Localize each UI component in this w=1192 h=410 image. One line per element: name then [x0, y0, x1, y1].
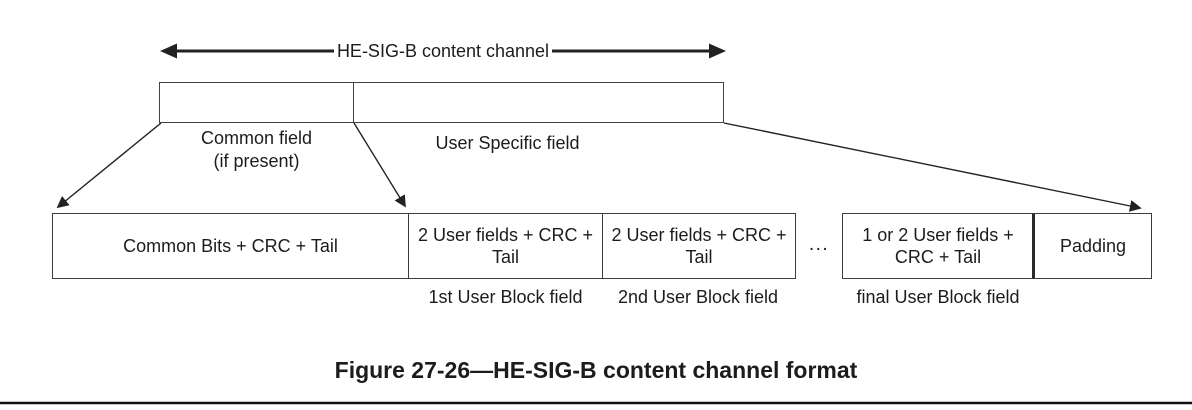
channel-span-label: HE-SIG-B content channel: [160, 39, 726, 63]
channel-span-label-text: HE-SIG-B content channel: [333, 39, 553, 63]
leader-arrow-right-icon: [723, 122, 1142, 212]
ellipsis-between-blocks: ...: [808, 234, 830, 255]
padding-cell: Padding: [1032, 213, 1152, 279]
common-user-divider: [353, 83, 354, 122]
leader-arrow-left-icon: [56, 122, 162, 209]
user-block-1-cell-label: 2 User fields + CRC + Tail: [417, 225, 594, 267]
common-bits-cell: Common Bits + CRC + Tail: [52, 213, 409, 279]
content-channel-box: [159, 82, 724, 123]
first-user-block-sublabel: 1st User Block field: [428, 287, 583, 307]
user-block-2-cell-label: 2 User fields + CRC + Tail: [611, 225, 787, 267]
padding-cell-label: Padding: [1059, 236, 1127, 256]
user-block-1-cell: 2 User fields + CRC + Tail: [408, 213, 603, 279]
second-user-block-sublabel: 2nd User Block field: [617, 287, 779, 307]
user-block-2-cell: 2 User fields + CRC + Tail: [602, 213, 796, 279]
figure-caption: Figure 27-26—HE-SIG-B content channel fo…: [334, 357, 858, 383]
common-field-label-line1: Common field: [200, 128, 313, 148]
user-specific-field-label: User Specific field: [435, 133, 580, 153]
final-user-block-cell: 1 or 2 User fields + CRC + Tail: [842, 213, 1034, 279]
common-bits-cell-label: Common Bits + CRC + Tail: [123, 236, 338, 256]
common-field-label-line2: (if present): [213, 151, 300, 171]
final-user-block-sublabel: final User Block field: [856, 287, 1020, 307]
common-field-label: Common field (if present): [159, 127, 354, 173]
final-user-block-cell-label: 1 or 2 User fields + CRC + Tail: [862, 225, 1014, 267]
